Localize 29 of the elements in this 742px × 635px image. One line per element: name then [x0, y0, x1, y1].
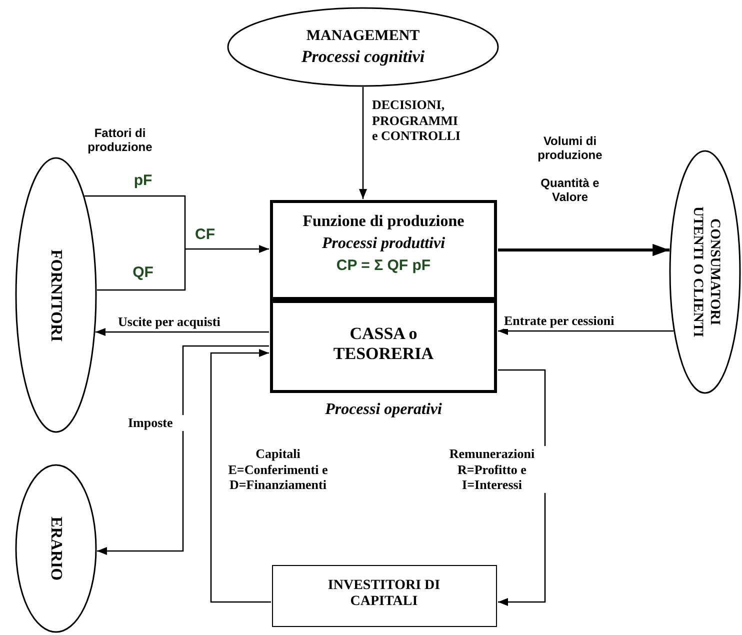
- node-text: Processi cognitivi: [300, 47, 426, 68]
- node-text: FORNITORI: [46, 248, 66, 344]
- flow-label: Volumi di produzione: [536, 134, 604, 163]
- arrow: [359, 87, 367, 199]
- ellipse-node: [15, 464, 97, 633]
- ellipse-node: [15, 157, 97, 433]
- flow-label: pF: [132, 172, 154, 190]
- node-text: MANAGEMENT: [305, 27, 421, 45]
- flow-label: QF: [132, 264, 154, 282]
- process-box: [270, 200, 497, 300]
- node-text: CONSUMATORI UTENTI O CLIENTI: [689, 205, 722, 340]
- flow-label: Fattori di produzione: [86, 126, 154, 155]
- arrow: [498, 327, 674, 335]
- flow-label: Quantità e Valore: [540, 176, 600, 205]
- node-caption: Processi operativi: [324, 400, 443, 420]
- node-text: CP = Σ QF pF: [335, 257, 432, 275]
- arrow: [498, 244, 670, 256]
- arrow: [84, 195, 270, 291]
- arrow: [96, 345, 269, 555]
- node-text: CASSA o TESORERIA: [332, 324, 435, 365]
- ellipse-node: [227, 7, 499, 87]
- arrow: [210, 349, 271, 603]
- investor-box: [272, 565, 497, 627]
- node-text: Processi produttivi: [320, 234, 446, 254]
- node-text: ERARIO: [46, 515, 66, 582]
- node-text: Funzione di produzione: [302, 212, 466, 232]
- node-text: INVESTITORI DI CAPITALI: [326, 578, 442, 612]
- arrow: [96, 328, 269, 336]
- ellipse-node: [669, 150, 741, 394]
